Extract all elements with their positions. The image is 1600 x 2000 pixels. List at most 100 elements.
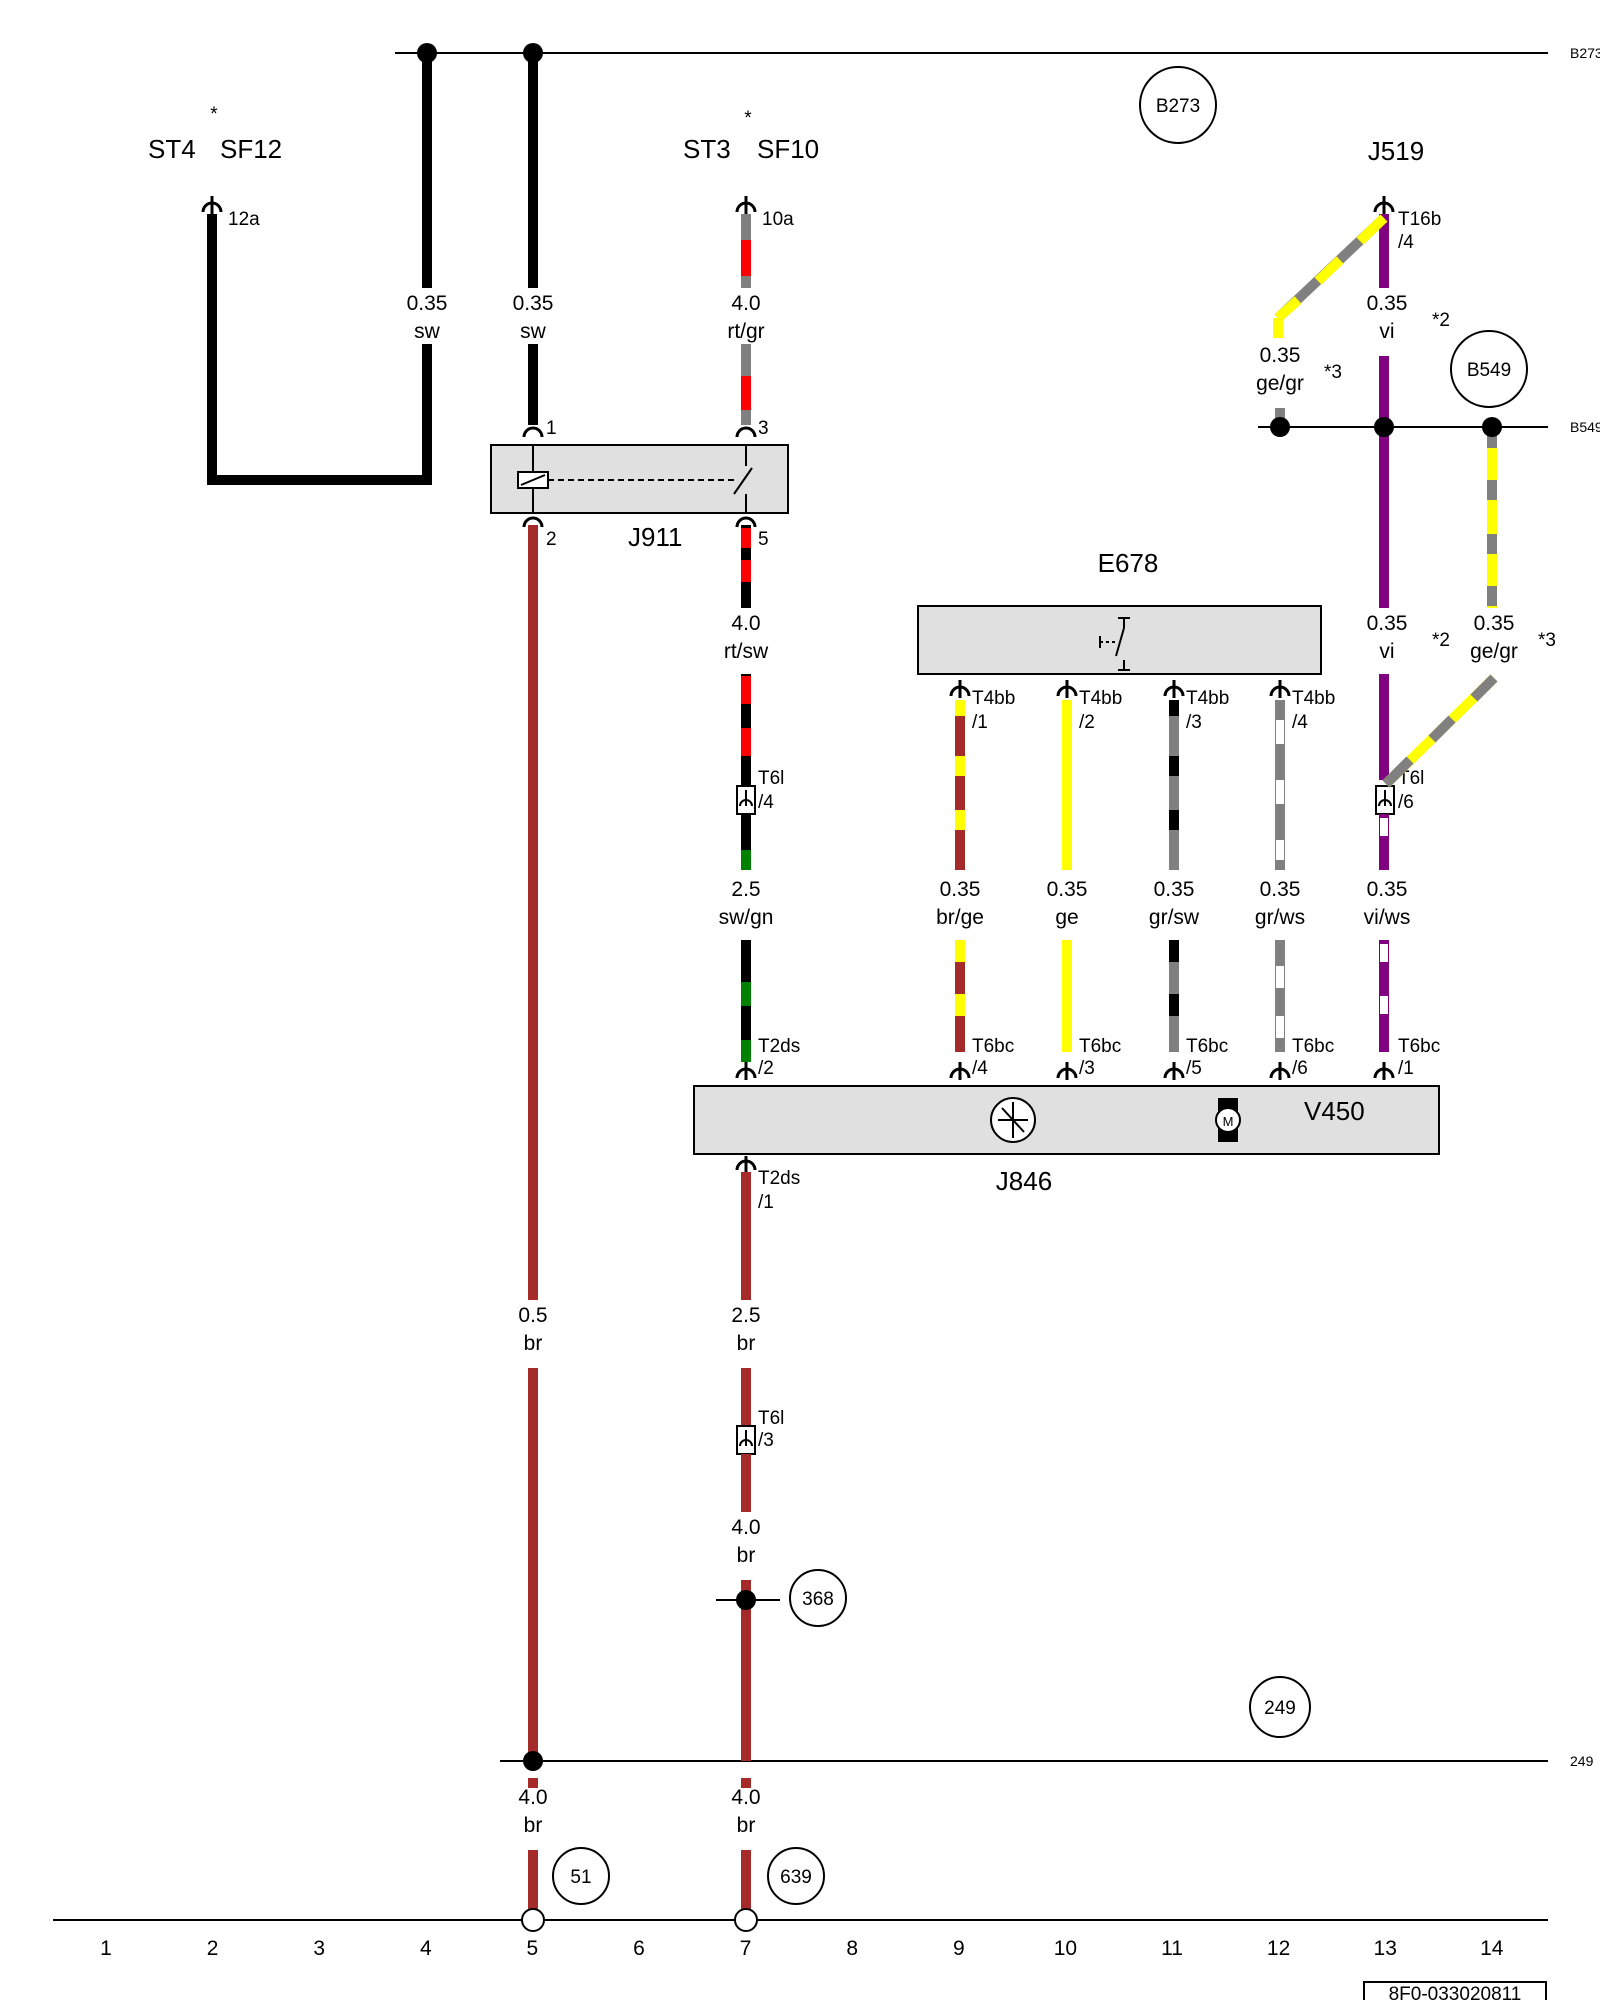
fuse-pin-12a-icon [201, 196, 223, 214]
svg-text:12a: 12a [228, 209, 260, 230]
junction-b273-col4 [417, 43, 437, 63]
column-number: 3 [313, 1937, 325, 1960]
svg-text:br: br [737, 1332, 756, 1355]
column-number: 9 [953, 1937, 965, 1960]
svg-text:/4: /4 [972, 1058, 988, 1079]
e678-pin4-icon [1269, 680, 1291, 698]
svg-text:T6bc: T6bc [1398, 1036, 1440, 1057]
j846-pin-t2ds-1-icon [735, 1156, 757, 1172]
e678-pin1-icon [949, 680, 971, 698]
svg-text:SF10: SF10 [757, 134, 819, 164]
drawing-code-box [1363, 1981, 1547, 2000]
wire-size-col5-bot: 4.0 [518, 1786, 547, 1809]
bus-ref-b549: B549 [1570, 419, 1600, 435]
svg-text:*3: *3 [1324, 362, 1342, 383]
connector-t6l-4-icon [736, 785, 756, 815]
bus-circle-249: 249 [1249, 1676, 1311, 1738]
fuse-labels-right: * ST3 SF10 10a [683, 108, 819, 230]
svg-text:5: 5 [758, 529, 769, 550]
svg-text:SF12: SF12 [220, 134, 282, 164]
svg-text:/1: /1 [1398, 1058, 1414, 1079]
svg-text:vi/ws: vi/ws [1364, 906, 1411, 929]
svg-text:ST3: ST3 [683, 134, 731, 164]
svg-text:T4bb: T4bb [1186, 688, 1229, 709]
svg-text:T16b: T16b [1398, 209, 1441, 230]
junction-249-col5 [523, 1751, 543, 1771]
motor-v450-icon: M [1215, 1098, 1241, 1142]
column-number: 8 [846, 1937, 858, 1960]
svg-text:0.35: 0.35 [1367, 292, 1408, 315]
connector-t6l-6-icon [1375, 785, 1395, 815]
column-number: 13 [1374, 1937, 1397, 1960]
wire-color-col4: sw [414, 320, 441, 343]
bus-circle-b549: B549 [1450, 330, 1528, 408]
junction-b273-col5 [523, 43, 543, 63]
svg-text:ge/gr: ge/gr [1470, 640, 1518, 663]
ground-point-639: 639 [767, 1847, 825, 1905]
terminal-col5 [521, 1908, 545, 1932]
svg-text:51: 51 [570, 1867, 591, 1888]
bus-circle-b273: B273 [1139, 66, 1217, 144]
svg-text:0.35: 0.35 [1260, 878, 1301, 901]
svg-text:/4: /4 [1398, 232, 1414, 253]
j519-pin-icon [1373, 196, 1395, 214]
svg-text:ge/gr: ge/gr [1256, 372, 1304, 395]
svg-text:2.5: 2.5 [731, 1304, 760, 1327]
wire-size-col7-top: 4.0 [731, 292, 760, 315]
svg-text:639: 639 [780, 1867, 812, 1888]
wire-sf12-loop [207, 53, 432, 485]
j911-pin5-icon [735, 516, 757, 528]
wire-size-col7-lower: 2.5 [731, 878, 760, 901]
ground-point-51: 51 [552, 1847, 610, 1905]
svg-text:/6: /6 [1292, 1058, 1308, 1079]
column-number: 14 [1480, 1937, 1504, 1960]
svg-text:368: 368 [802, 1589, 834, 1610]
svg-text:T4bb: T4bb [1292, 688, 1335, 709]
column-number: 2 [207, 1937, 219, 1960]
svg-text:M: M [1223, 1114, 1234, 1129]
svg-text:/3: /3 [758, 1430, 774, 1451]
svg-text:*: * [210, 104, 218, 125]
svg-text:/2: /2 [1079, 712, 1095, 733]
e678-pin2-icon [1056, 680, 1078, 698]
svg-text:/1: /1 [758, 1192, 774, 1213]
column-number: 11 [1161, 1937, 1183, 1960]
svg-text:/6: /6 [1398, 792, 1414, 813]
wire-color-col7-mid: rt/sw [724, 640, 769, 663]
terminal-col7 [734, 1908, 758, 1932]
svg-text:T6l: T6l [758, 768, 784, 789]
svg-text:T2ds: T2ds [758, 1168, 800, 1189]
drawing-code: 8F0-033020811 [1389, 1984, 1522, 2000]
svg-text:1: 1 [546, 418, 557, 439]
j911-pin2-icon [522, 516, 544, 528]
j846-pin-t6bc-6-icon [1269, 1062, 1291, 1080]
svg-text:T6bc: T6bc [1186, 1036, 1228, 1057]
svg-text:0.35: 0.35 [1367, 878, 1408, 901]
fuse-labels-left: * ST4 SF12 12a [148, 104, 282, 230]
svg-text:/5: /5 [1186, 1058, 1202, 1079]
fuse-pin-10a-icon [735, 196, 757, 214]
svg-text:gr/sw: gr/sw [1149, 906, 1200, 929]
junction-b549-col13 [1374, 417, 1394, 437]
wire-size-col5-top: 0.35 [513, 292, 554, 315]
switch-e678 [917, 605, 1322, 675]
j846-pin-t6bc-5-icon [1163, 1062, 1185, 1080]
svg-text:4.0: 4.0 [731, 1786, 760, 1809]
svg-text:B273: B273 [1156, 96, 1200, 117]
wire-size-col7-mid: 4.0 [731, 612, 760, 635]
wire-color-col5-low: br [524, 1332, 543, 1355]
svg-text:ST4: ST4 [148, 134, 196, 164]
svg-text:T2ds: T2ds [758, 1036, 800, 1057]
svg-text:T6bc: T6bc [1079, 1036, 1121, 1057]
column-number: 12 [1267, 1937, 1290, 1960]
junction-b549-col12 [1270, 417, 1290, 437]
wire-size-col5-low: 0.5 [518, 1304, 547, 1327]
svg-text:/4: /4 [758, 792, 774, 813]
relay-j911 [490, 444, 789, 514]
motor-v450-label: V450 [1304, 1096, 1365, 1126]
junction-b549-col14 [1482, 417, 1502, 437]
column-number: 1 [100, 1937, 112, 1960]
svg-text:T6bc: T6bc [972, 1036, 1014, 1057]
svg-text:vi: vi [1379, 320, 1394, 343]
